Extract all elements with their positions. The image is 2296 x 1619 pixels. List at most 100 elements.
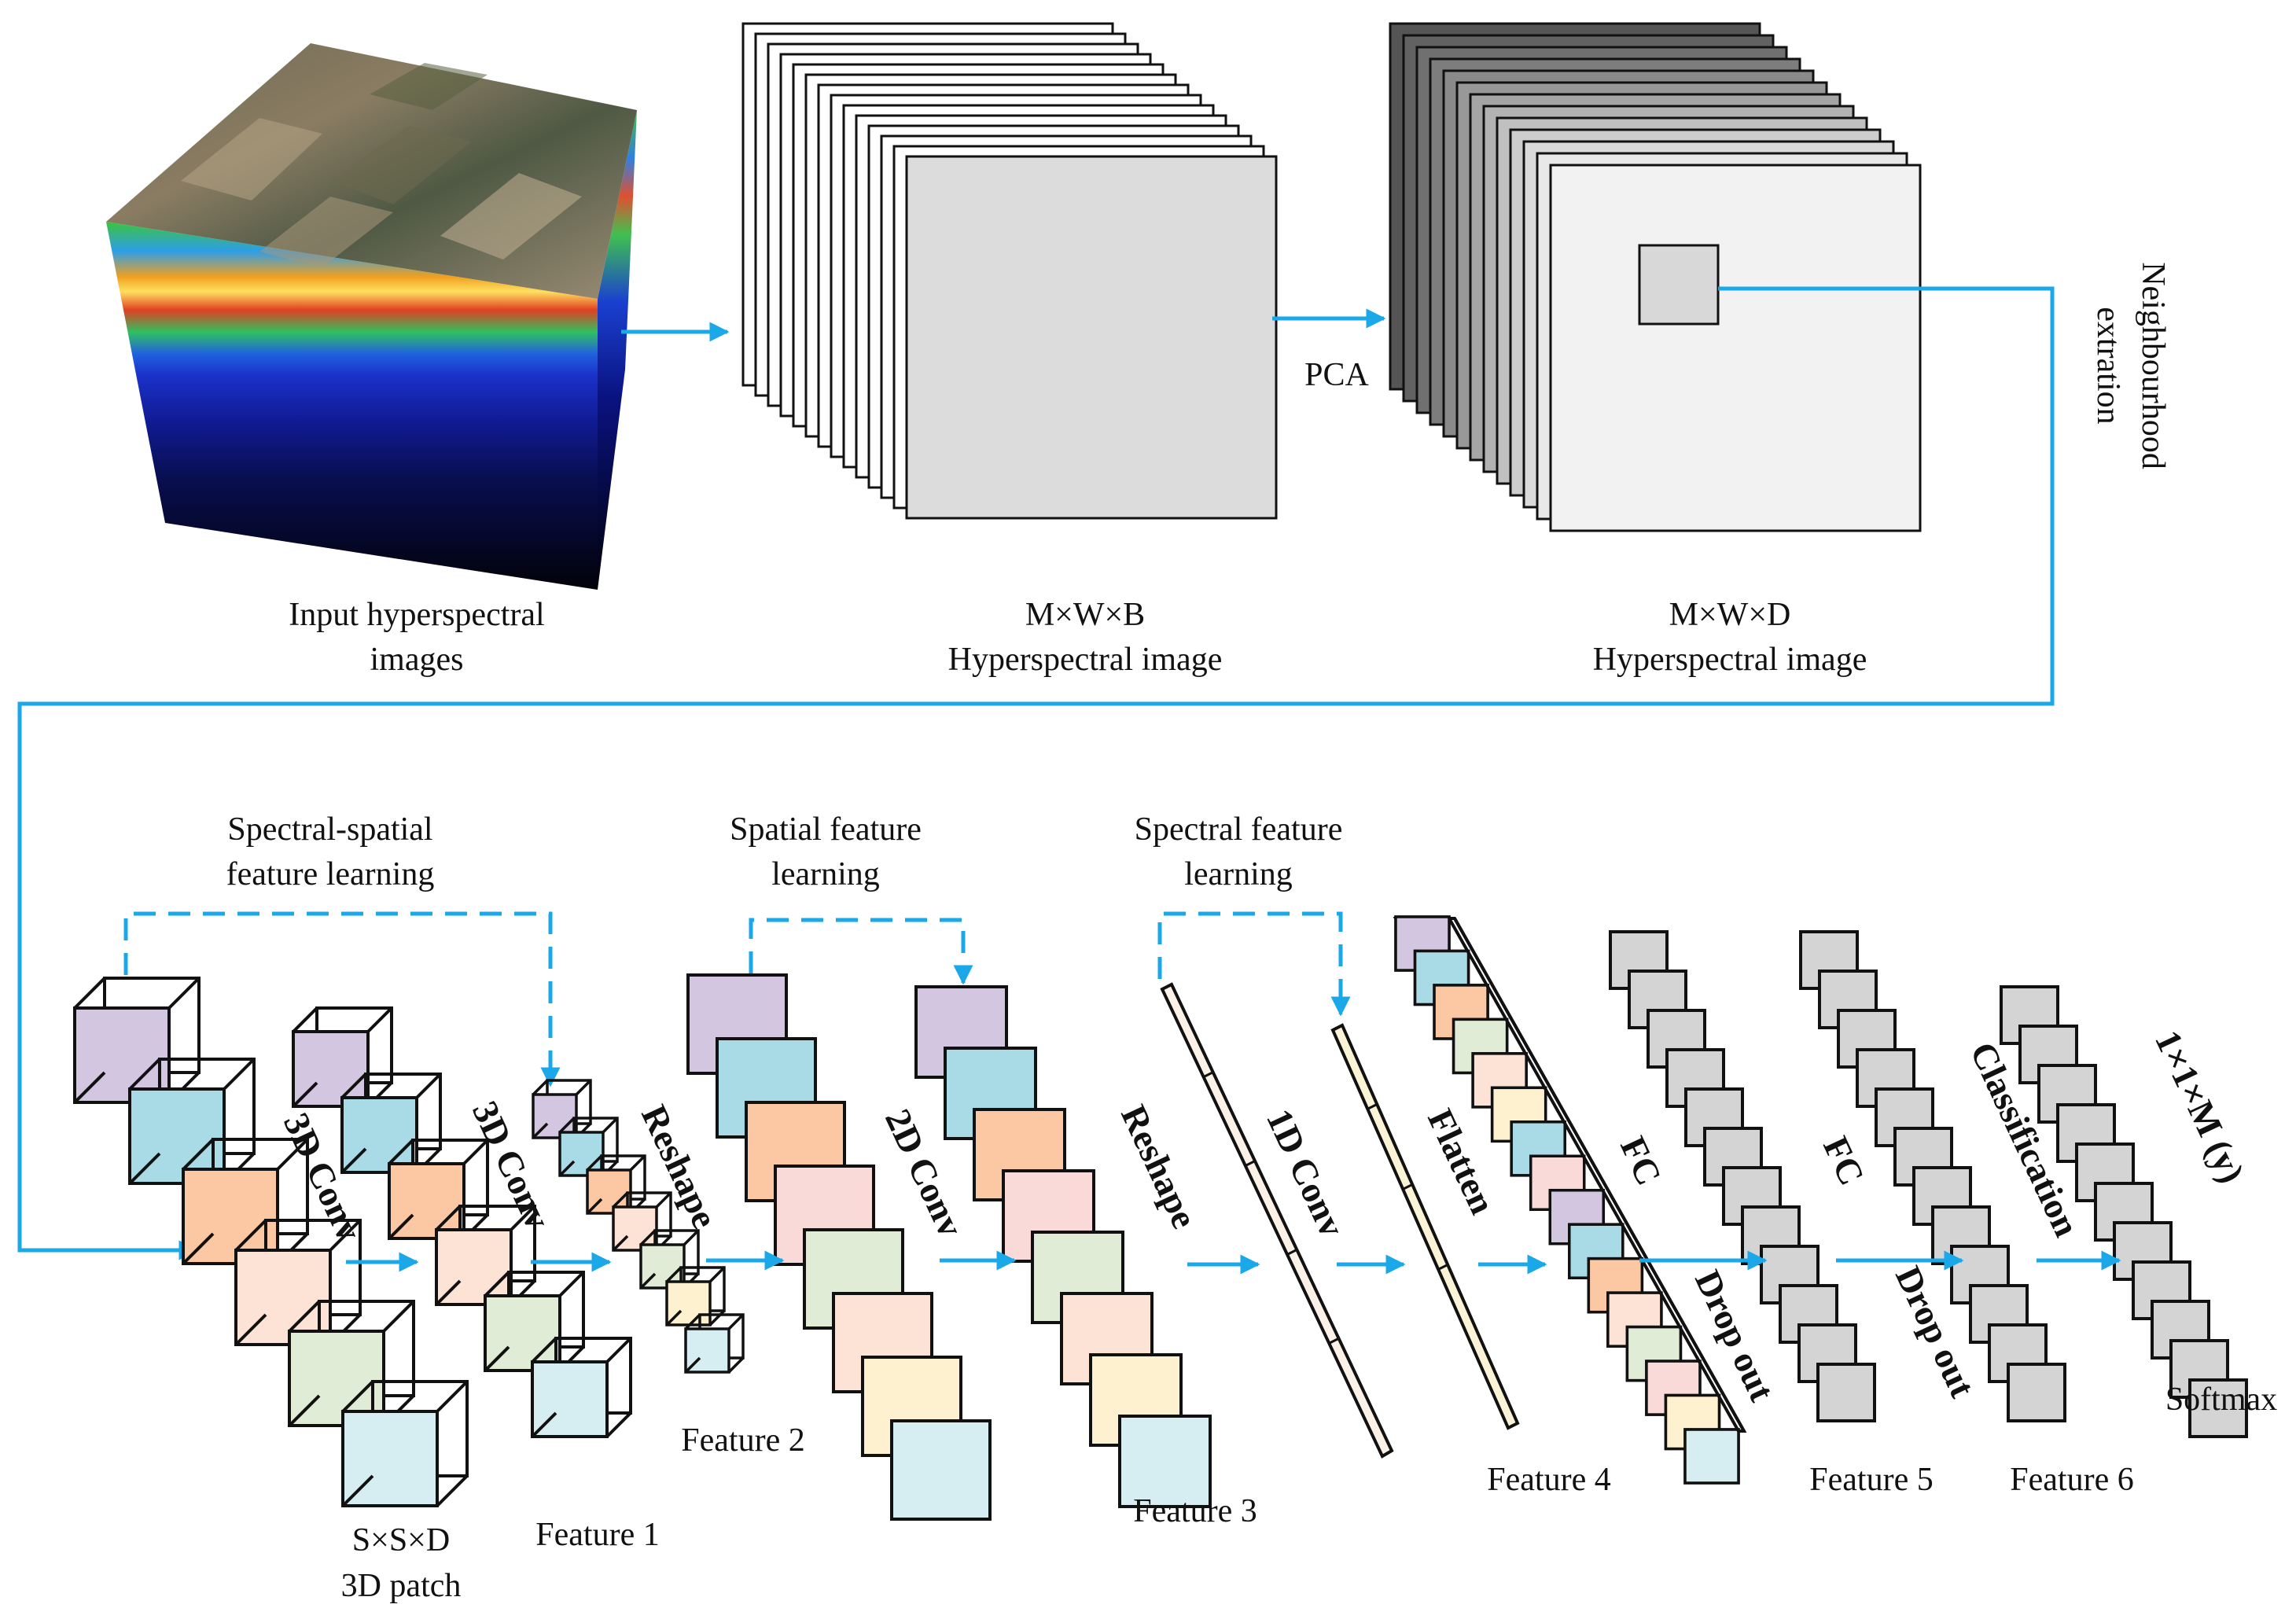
feature1-cube-5-edge-0 <box>484 1271 510 1297</box>
caption-feature4: Feature 4 <box>1487 1462 1610 1498</box>
feature1-cube-3-edge-0 <box>388 1139 414 1165</box>
patch-cube-6-edge-3 <box>436 1474 469 1507</box>
caption-feature3: Feature 3 <box>1133 1493 1257 1529</box>
patch-cube-stack <box>73 977 469 1507</box>
patch-cube-5-edge-1 <box>382 1300 415 1333</box>
feature1-cube-5-edge-2 <box>484 1345 510 1372</box>
feature1-cube-5 <box>484 1271 585 1372</box>
patch-cube-6-edge-1 <box>436 1380 469 1413</box>
cube-front-face <box>106 222 598 590</box>
feature1-cube-1-edge-1 <box>366 1006 393 1033</box>
feature1-cube-2-edge-2 <box>340 1147 367 1174</box>
patch-cube-4 <box>234 1219 362 1346</box>
fc-a-cell-12 <box>1816 1363 1876 1422</box>
patch-cube-6-edge-0 <box>341 1380 374 1413</box>
feature1-cube-2 <box>340 1073 442 1174</box>
feature1-cube-6 <box>531 1337 632 1438</box>
pca-caption-line1: M×W×D <box>1669 597 1791 633</box>
patch-cube-3-edge-1 <box>276 1138 309 1171</box>
feature2-cube-3-edge-0 <box>586 1154 603 1172</box>
feature1-cube-4-edge-2 <box>435 1279 462 1306</box>
feature5-cell-12 <box>2007 1363 2066 1422</box>
cube-side-face <box>598 110 637 590</box>
feature6-stack <box>2000 985 2248 1438</box>
spatial-square-8 <box>890 1419 992 1521</box>
feature2-cube-stack <box>532 1079 745 1374</box>
caption-softmax: Softmax <box>2165 1382 2277 1418</box>
feature2-cube-7-edge-0 <box>684 1313 701 1330</box>
op-fc-a: FC <box>1613 1131 1669 1191</box>
group-spectral-spatial-line1: Spectral-spatial <box>227 811 432 848</box>
patch-cube-1-edge-1 <box>167 977 201 1010</box>
feature2-cube-4-edge-0 <box>612 1191 629 1209</box>
feature2-cube-2-edge-2 <box>558 1160 576 1177</box>
feature2-cube-2-edge-1 <box>602 1117 619 1134</box>
neighbourhood-label-line2: extration <box>2090 307 2126 424</box>
feature2-cube-6-edge-0 <box>665 1266 683 1283</box>
group-spectral-line2: learning <box>1184 856 1293 892</box>
feature2-cube-7-edge-1 <box>727 1313 745 1330</box>
feature2-cube-1-edge-1 <box>575 1079 592 1096</box>
dashed-span-spectral-spatial <box>123 911 561 1087</box>
dashed-span-spectral <box>1157 911 1351 1017</box>
feature2-cube-1 <box>532 1079 592 1139</box>
fc-a-input-stack <box>1609 930 1876 1422</box>
patch-cube-2-edge-0 <box>128 1058 161 1091</box>
caption-patch-line1: S×S×D <box>352 1522 450 1558</box>
feature2-cube-7 <box>684 1313 745 1374</box>
patch-cube-6 <box>341 1380 469 1507</box>
pca-band-stack <box>1389 22 1922 532</box>
op-reshape-b: Reshape <box>1113 1099 1205 1234</box>
feature4-cell-16-front <box>1683 1428 1740 1485</box>
feature1-cube-6-edge-3 <box>605 1411 632 1438</box>
feature1-cube-1 <box>292 1006 393 1108</box>
neighbourhood-patch <box>1638 244 1720 326</box>
feature1-cube-6-edge-2 <box>531 1411 557 1438</box>
feature2-cube-2 <box>558 1117 619 1177</box>
feature5-stack <box>1799 930 2066 1422</box>
feature4-cell-16 <box>1683 1428 1740 1485</box>
feature1-cube-6-edge-0 <box>531 1337 557 1363</box>
input-hsi-cube <box>106 43 637 590</box>
group-spatial-line2: learning <box>771 856 880 892</box>
patch-cube-2-edge-1 <box>223 1058 256 1091</box>
caption-feature1: Feature 1 <box>535 1517 659 1553</box>
feature1-cube-4 <box>435 1205 536 1306</box>
patch-cube-3 <box>182 1138 309 1265</box>
group-spectral-spatial-line2: feature learning <box>226 856 435 892</box>
feature1-cube-2-edge-1 <box>415 1073 442 1099</box>
patch-cube-5-edge-2 <box>288 1394 321 1427</box>
pca-band-13 <box>1549 164 1922 532</box>
feature2-cube-7-edge-3 <box>727 1356 745 1374</box>
hsi-caption-line2: Hyperspectral image <box>948 642 1223 678</box>
group-spatial-line1: Spatial feature <box>730 811 922 848</box>
feature2-cube-5-edge-1 <box>683 1229 700 1246</box>
patch-cube-1-edge-2 <box>73 1071 106 1104</box>
feature1-cube-1-edge-0 <box>292 1006 318 1033</box>
patch-cube-3-edge-0 <box>182 1138 215 1171</box>
patch-cube-2-edge-2 <box>128 1152 161 1185</box>
input-caption-line2: images <box>370 642 464 678</box>
feature2-cube-7-front <box>684 1327 730 1374</box>
feature2-cube-3-edge-1 <box>629 1154 646 1172</box>
feature2-cube-1-edge-2 <box>532 1122 549 1139</box>
op-fc-b: FC <box>1816 1131 1872 1191</box>
feature2-cube-6-edge-1 <box>708 1266 726 1283</box>
feature2-cube-6-edge-2 <box>665 1309 683 1326</box>
feature4-column-edge-back <box>1453 918 1746 1432</box>
feature1-cube-2-edge-0 <box>340 1073 367 1099</box>
caption-feature6: Feature 6 <box>2010 1462 2133 1498</box>
pca-caption-line2: Hyperspectral image <box>1593 642 1867 678</box>
patch-cube-4-edge-0 <box>234 1219 267 1252</box>
patch-cube-3-edge-2 <box>182 1232 215 1265</box>
op-flatten: Flatten <box>1420 1103 1503 1220</box>
connector-neighbourhood-to-patch <box>17 286 2055 1260</box>
feature1-cube-1-edge-2 <box>292 1081 318 1108</box>
group-spectral-line1: Spectral feature <box>1135 811 1343 848</box>
neighbourhood-label-line1: Neighbourhood <box>2135 262 2171 469</box>
feature2-cube-5-edge-2 <box>639 1272 657 1290</box>
spatial-input-square-stack <box>686 973 992 1521</box>
feature1-cube-4-edge-0 <box>435 1205 462 1231</box>
feature2-cube-5-edge-0 <box>639 1229 657 1246</box>
patch-cube-4-edge-2 <box>234 1313 267 1346</box>
